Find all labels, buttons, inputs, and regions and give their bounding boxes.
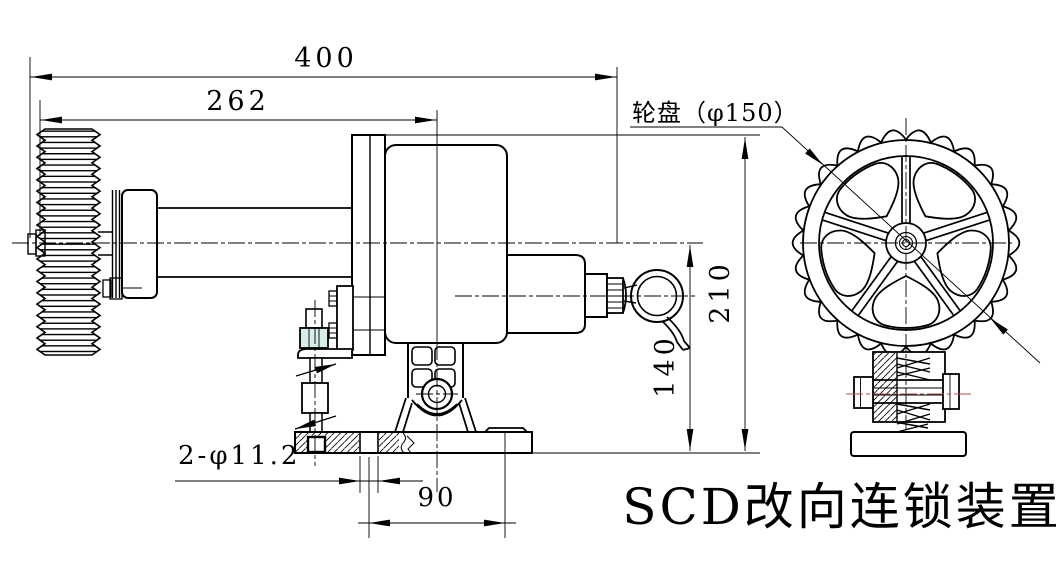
hex-nut (299, 327, 329, 349)
label-wheel-disc: 轮盘（φ150） (632, 99, 799, 127)
pedestal (394, 343, 477, 433)
shaft (157, 207, 352, 278)
dimension-arrows (31, 73, 1008, 527)
base-plate-side (294, 427, 533, 454)
anchor-hole (306, 435, 327, 454)
bolt-nut (942, 373, 960, 410)
upper-spring (896, 357, 931, 381)
plunger-cylinder (506, 254, 627, 334)
axle-stub (98, 231, 112, 256)
spring-support-front (850, 351, 967, 457)
handwheel-side (35, 128, 102, 356)
dim-210: 210 (705, 260, 736, 324)
base-plate-front (850, 431, 967, 457)
bolt-head (853, 376, 874, 409)
dimension-layer (29, 57, 1041, 538)
base-boss (484, 427, 528, 433)
dim-90: 90 (417, 483, 456, 513)
label-mount-holes: 2-φ11.2 (178, 441, 300, 471)
hub-flange (102, 189, 158, 300)
spring-bolt-assembly (294, 308, 337, 434)
lower-spring (896, 403, 931, 425)
break-line (400, 432, 415, 454)
gearbox-flange (351, 134, 386, 356)
text-layer: 400 262 210 140 90 2-φ11.2 轮盘（φ150） SCD改… (178, 43, 1058, 536)
dim-262: 262 (206, 86, 270, 117)
dim-400: 400 (294, 43, 358, 74)
clamp-bracket (297, 285, 354, 359)
gearbox-body (337, 144, 508, 344)
side-view (27, 128, 691, 454)
drawing-title: SCD改向连锁装置 (622, 478, 1058, 536)
centerlines (12, 118, 1012, 492)
dim-140: 140 (650, 334, 681, 398)
